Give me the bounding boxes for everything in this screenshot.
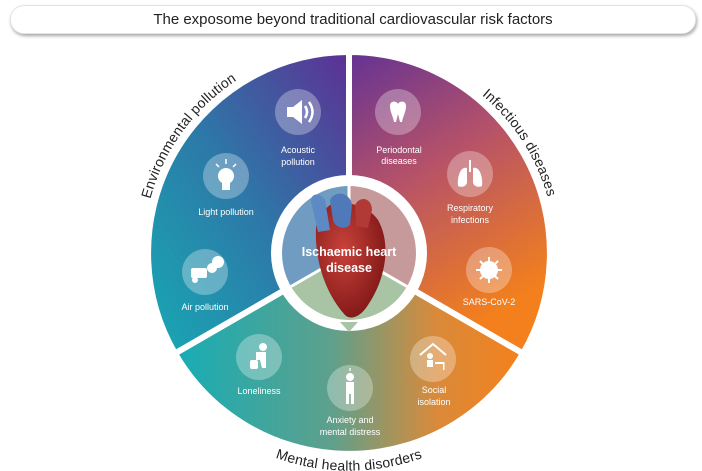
person-at-home-icon bbox=[419, 342, 447, 370]
svg-text:SARS-CoV-2: SARS-CoV-2 bbox=[463, 297, 516, 307]
svg-text:Respiratory: Respiratory bbox=[447, 203, 494, 213]
lonely-person-icon bbox=[250, 343, 267, 369]
item-anxiety-mental-distress: Anxiety and mental distress bbox=[320, 365, 381, 437]
svg-text:Anxiety and: Anxiety and bbox=[326, 415, 373, 425]
svg-text:Air pollution: Air pollution bbox=[181, 302, 228, 312]
svg-text:Social: Social bbox=[422, 385, 447, 395]
center-label-line1: Ischaemic heart bbox=[302, 245, 397, 259]
item-periodontal-diseases: Periodontal diseases bbox=[375, 89, 422, 166]
title-bar: The exposome beyond traditional cardiova… bbox=[10, 5, 696, 34]
heart-icon bbox=[311, 193, 386, 318]
svg-text:diseases: diseases bbox=[381, 156, 417, 166]
item-respiratory-infections: Respiratory infections bbox=[447, 151, 494, 225]
svg-text:isolation: isolation bbox=[417, 397, 450, 407]
item-light-pollution: Light pollution bbox=[198, 153, 254, 217]
lungs-icon bbox=[457, 160, 483, 187]
svg-text:mental distress: mental distress bbox=[320, 427, 381, 437]
svg-text:infections: infections bbox=[451, 215, 490, 225]
lightbulb-icon bbox=[215, 159, 237, 190]
svg-text:Light pollution: Light pollution bbox=[198, 207, 254, 217]
svg-text:Periodontal: Periodontal bbox=[376, 145, 422, 155]
svg-text:Acoustic: Acoustic bbox=[281, 145, 316, 155]
tooth-icon bbox=[390, 101, 406, 122]
svg-text:pollution: pollution bbox=[281, 157, 315, 167]
item-loneliness: Loneliness bbox=[236, 334, 282, 396]
center-label-line2: disease bbox=[326, 261, 372, 275]
page-title: The exposome beyond traditional cardiova… bbox=[153, 11, 553, 28]
svg-text:Loneliness: Loneliness bbox=[237, 386, 281, 396]
virus-icon bbox=[476, 257, 502, 283]
item-sars-cov-2: SARS-CoV-2 bbox=[463, 247, 516, 307]
item-acoustic-pollution: Acoustic pollution bbox=[275, 89, 321, 167]
distressed-person-icon bbox=[346, 368, 354, 404]
car-exhaust-icon bbox=[191, 256, 224, 283]
speaker-icon bbox=[287, 100, 314, 124]
sector-mental bbox=[172, 250, 526, 457]
item-social-isolation: Social isolation bbox=[410, 336, 456, 407]
item-air-pollution: Air pollution bbox=[181, 249, 229, 312]
